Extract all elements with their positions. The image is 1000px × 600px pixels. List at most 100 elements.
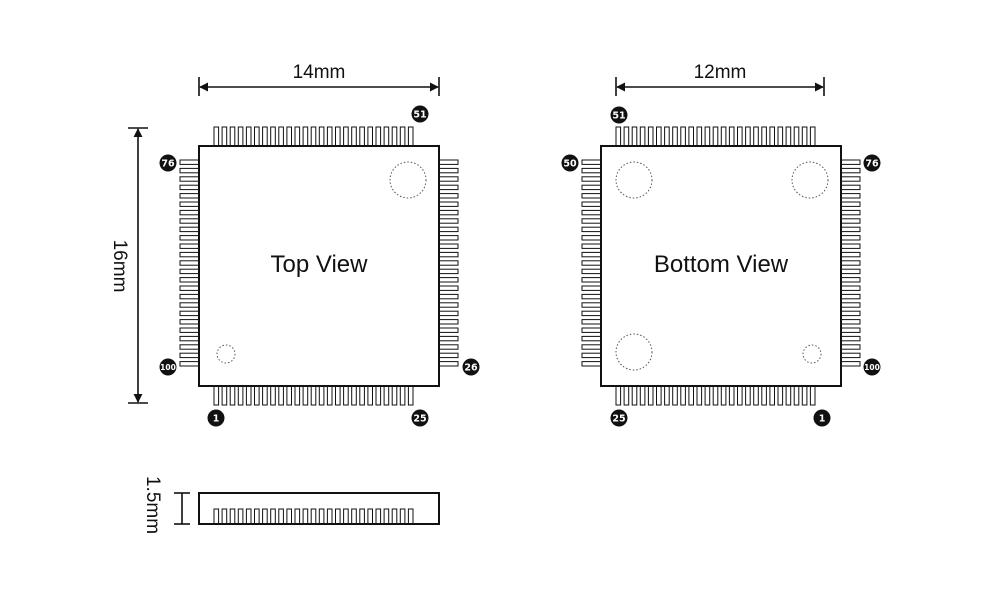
pin-lead bbox=[318, 508, 325, 525]
pin-lead bbox=[179, 159, 200, 165]
pin-lead bbox=[656, 385, 662, 406]
pin-lead bbox=[581, 293, 602, 300]
pin-lead bbox=[383, 508, 390, 525]
pin-lead bbox=[581, 268, 602, 275]
pin-lead bbox=[407, 126, 414, 147]
pin-lead bbox=[745, 126, 751, 147]
pin-lead bbox=[179, 335, 200, 342]
pin-lead bbox=[631, 385, 638, 406]
pin-lead bbox=[179, 201, 200, 207]
pin-lead bbox=[438, 209, 459, 216]
svg-text:76: 76 bbox=[161, 159, 175, 170]
pin-lead bbox=[179, 226, 200, 233]
pin-lead bbox=[438, 260, 459, 266]
pin-lead bbox=[237, 126, 244, 147]
pin-lead bbox=[438, 226, 459, 233]
pin-lead bbox=[639, 126, 646, 147]
top-width-dimension: 14mm bbox=[198, 62, 440, 96]
svg-text:26: 26 bbox=[464, 363, 478, 374]
pin-lead bbox=[728, 385, 735, 406]
svg-text:50: 50 bbox=[563, 159, 577, 170]
pin-lead bbox=[581, 159, 602, 165]
pin-lead bbox=[840, 310, 861, 317]
pin-lead bbox=[840, 243, 861, 249]
pin-lead bbox=[438, 243, 459, 249]
pin-lead bbox=[302, 508, 309, 525]
pin-lead bbox=[581, 251, 602, 258]
pin-lead bbox=[326, 385, 333, 406]
pin-lead bbox=[359, 126, 365, 147]
pin-badge-51-bottom: 51 bbox=[610, 106, 628, 124]
pin-lead bbox=[302, 385, 309, 406]
pin-lead bbox=[179, 251, 200, 258]
pin-lead bbox=[581, 352, 602, 359]
pin-lead bbox=[438, 251, 459, 258]
pin-lead bbox=[343, 385, 349, 406]
pin-lead bbox=[761, 385, 767, 406]
pin-lead bbox=[777, 126, 784, 147]
pin-lead bbox=[438, 159, 459, 165]
bottom-width-label: 12mm bbox=[694, 62, 747, 83]
pin-lead bbox=[840, 344, 861, 350]
pin-lead bbox=[270, 385, 276, 406]
pin-lead bbox=[840, 218, 861, 224]
pin-lead bbox=[438, 268, 459, 275]
pin-lead bbox=[769, 126, 776, 147]
top-view: Top View 76 100 1 25 26 51 bbox=[109, 62, 480, 427]
pin-lead bbox=[383, 385, 390, 406]
pin-lead bbox=[375, 126, 382, 147]
svg-text:25: 25 bbox=[612, 414, 625, 425]
svg-text:76: 76 bbox=[865, 159, 879, 170]
pin-lead bbox=[262, 385, 268, 406]
pin-lead bbox=[179, 327, 200, 333]
height-label: 16mm bbox=[109, 240, 130, 293]
pin-lead bbox=[581, 218, 602, 224]
pin-lead bbox=[326, 126, 333, 147]
pin-lead bbox=[375, 508, 382, 525]
top-view-pin1-dot bbox=[216, 344, 236, 364]
pin-lead bbox=[351, 126, 357, 147]
pin-lead bbox=[840, 176, 861, 182]
pin-lead bbox=[383, 126, 390, 147]
pin-badge-1: 1 bbox=[207, 409, 225, 427]
pin-lead bbox=[438, 352, 459, 359]
pin-lead bbox=[581, 209, 602, 216]
height-dimension: 16mm bbox=[109, 127, 148, 404]
pin-lead bbox=[438, 285, 459, 291]
pin-lead bbox=[664, 385, 670, 406]
pin-lead bbox=[245, 126, 252, 147]
pin-lead bbox=[278, 385, 284, 406]
pin-lead bbox=[793, 385, 800, 406]
pin-lead bbox=[581, 167, 602, 174]
pin-lead bbox=[438, 335, 459, 342]
pin-lead bbox=[438, 344, 459, 350]
pin-lead bbox=[335, 126, 341, 147]
pin-lead bbox=[840, 235, 861, 241]
pin-lead bbox=[179, 167, 200, 174]
pin-badge-100: 100 bbox=[159, 358, 177, 376]
svg-text:1: 1 bbox=[819, 414, 826, 425]
pin-lead bbox=[672, 385, 678, 406]
pin-lead bbox=[270, 508, 276, 525]
pin-lead bbox=[391, 508, 398, 525]
pin-lead bbox=[179, 218, 200, 224]
pin-lead bbox=[179, 319, 200, 325]
bottom-view-pins-top bbox=[615, 126, 816, 147]
pin-lead bbox=[647, 126, 654, 147]
pin-lead bbox=[221, 508, 228, 525]
bottom-view-pins-right bbox=[840, 159, 861, 367]
pin-lead bbox=[581, 327, 602, 333]
top-view-large-mark bbox=[389, 161, 427, 199]
pin-badge-100-bottom: 100 bbox=[863, 358, 881, 376]
pin-lead bbox=[310, 508, 317, 525]
pin-lead bbox=[221, 385, 228, 406]
pin-lead bbox=[840, 327, 861, 333]
pin-lead bbox=[785, 385, 792, 406]
pin-lead bbox=[688, 126, 695, 147]
pin-lead bbox=[213, 126, 220, 147]
side-view-package-body bbox=[198, 492, 440, 525]
pin-lead bbox=[262, 508, 268, 525]
pin-lead bbox=[720, 385, 727, 406]
svg-text:100: 100 bbox=[864, 363, 880, 372]
pin-lead bbox=[351, 385, 357, 406]
